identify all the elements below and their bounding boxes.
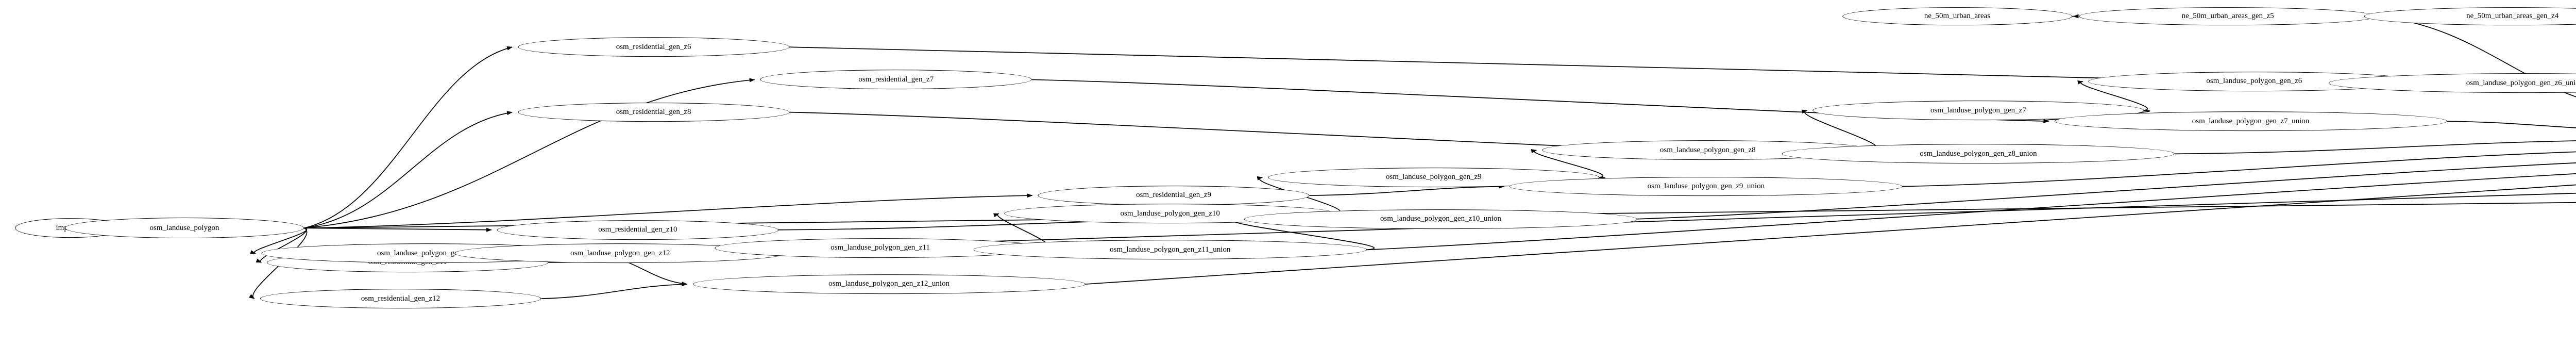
graph-node-label: osm_landuse_polygon	[149, 223, 219, 232]
graph-node-osm-residential-gen-z12[interactable]: osm_residential_gen_z12	[260, 289, 541, 309]
graph-node-label: osm_residential_gen_z7	[858, 75, 934, 84]
graph-node-osm-residential-gen-z6[interactable]: osm_residential_gen_z6	[518, 37, 790, 57]
graph-node-osm-landuse-polygon-gen-z8-union[interactable]: osm_landuse_polygon_gen_z8_union	[1782, 144, 2175, 164]
graph-edge	[304, 193, 1033, 229]
graph-node-osm-landuse-polygon-gen-z7[interactable]: osm_landuse_polygon_gen_z7	[1812, 101, 2144, 121]
graph-node-osm-residential-gen-z9[interactable]: osm_residential_gen_z9	[1038, 186, 1310, 205]
graph-edge	[2376, 15, 2576, 97]
graph-node-osm-landuse-polygon-gen-z11[interactable]: osm_landuse_polygon_gen_z11	[714, 238, 1046, 258]
graph-edge	[1637, 162, 2576, 220]
graph-node-label: osm_landuse_polygon_gen_z10_union	[1380, 215, 1501, 223]
graph-edge	[304, 78, 755, 229]
graph-node-label: osm_residential_gen_z8	[616, 108, 691, 117]
graph-node-label: osm_landuse_polygon_gen_z12_union	[828, 279, 950, 288]
graph-node-label: ne_50m_urban_areas	[1924, 12, 1991, 21]
graph-node-osm-residential-gen-z10[interactable]: osm_residential_gen_z10	[497, 220, 778, 240]
graph-node-osm-landuse-polygon-gen-z10-union[interactable]: osm_landuse_polygon_gen_z10_union	[1244, 209, 1637, 229]
graph-node-label: osm_landuse_polygon_gen_z11_union	[1110, 245, 1231, 254]
graph-node-label: osm_residential_gen_z12	[361, 294, 440, 303]
graph-node-label: osm_landuse_polygon_gen_z8	[1659, 145, 1756, 154]
graph-node-osm-landuse-polygon[interactable]: osm_landuse_polygon	[64, 218, 304, 239]
graph-node-label: osm_landuse_polygon_gen_z12	[570, 249, 670, 257]
graph-node-osm-residential-gen-z7[interactable]: osm_residential_gen_z7	[760, 70, 1032, 90]
graph-node-label: osm_residential_gen_z9	[1136, 191, 1211, 200]
graph-node-osm-residential-gen-z8[interactable]: osm_residential_gen_z8	[518, 102, 790, 122]
graph-edge	[1902, 151, 2576, 187]
graph-node-label: osm_landuse_polygon_gen_z6_union	[2466, 78, 2576, 87]
graph-edge	[1531, 149, 1604, 178]
graph-node-ne-50m-urban-areas-gen-z4[interactable]: ne_50m_urban_areas_gen_z4	[2364, 7, 2576, 26]
graph-edge	[1309, 184, 1505, 196]
graph-node-label: ne_50m_urban_areas_gen_z4	[2466, 12, 2559, 21]
graph-node-label: osm_landuse_polygon_gen_z6	[2206, 77, 2302, 86]
graph-edge	[304, 46, 513, 229]
graph-node-label: osm_landuse_polygon_gen_z8_union	[1920, 149, 2037, 158]
graph-node-label: osm_landuse_polygon_gen_z13	[377, 249, 477, 257]
graph-node-osm-landuse-polygon-gen-z9-union[interactable]: osm_landuse_polygon_gen_z9_union	[1510, 176, 1903, 196]
graph-edge	[2077, 80, 2148, 111]
graph-node-label: osm_landuse_polygon_gen_z9_union	[1647, 182, 1765, 191]
graph-edge	[541, 282, 688, 299]
graph-node-osm-landuse-polygon-gen-z11-union[interactable]: osm_landuse_polygon_gen_z11_union	[974, 240, 1367, 260]
graph-edge	[2447, 121, 2576, 128]
graph-node-label: osm_landuse_polygon_gen_z7	[1930, 106, 2026, 114]
graph-node-label: osm_residential_gen_z10	[598, 225, 677, 234]
graph-edge	[304, 227, 492, 232]
graph-node-label: osm_landuse_polygon_gen_z7_union	[2192, 117, 2310, 125]
graph-node-label: osm_landuse_polygon_gen_z11	[831, 243, 930, 252]
graph-node-osm-landuse-polygon-gen-z7-union[interactable]: osm_landuse_polygon_gen_z7_union	[2054, 111, 2447, 131]
graph-edge	[2175, 140, 2576, 155]
graph-node-label: osm_landuse_polygon_gen_z10	[1120, 209, 1220, 218]
graph-node-label: osm_landuse_polygon_gen_z9	[1385, 173, 1482, 182]
graph-node-label: osm_residential_gen_z6	[616, 42, 691, 51]
graph-edge	[304, 111, 513, 229]
graph-node-label: ne_50m_urban_areas_gen_z5	[2181, 12, 2274, 21]
graph-edge	[1085, 184, 2576, 285]
graph-node-ne-50m-urban-areas[interactable]: ne_50m_urban_areas	[1842, 7, 2072, 26]
graph-edge	[250, 227, 307, 254]
graph-node-ne-50m-urban-areas-gen-z5[interactable]: ne_50m_urban_areas_gen_z5	[2079, 7, 2377, 26]
graph-node-osm-landuse-polygon-gen-z12-union[interactable]: osm_landuse_polygon_gen_z12_union	[692, 274, 1086, 294]
